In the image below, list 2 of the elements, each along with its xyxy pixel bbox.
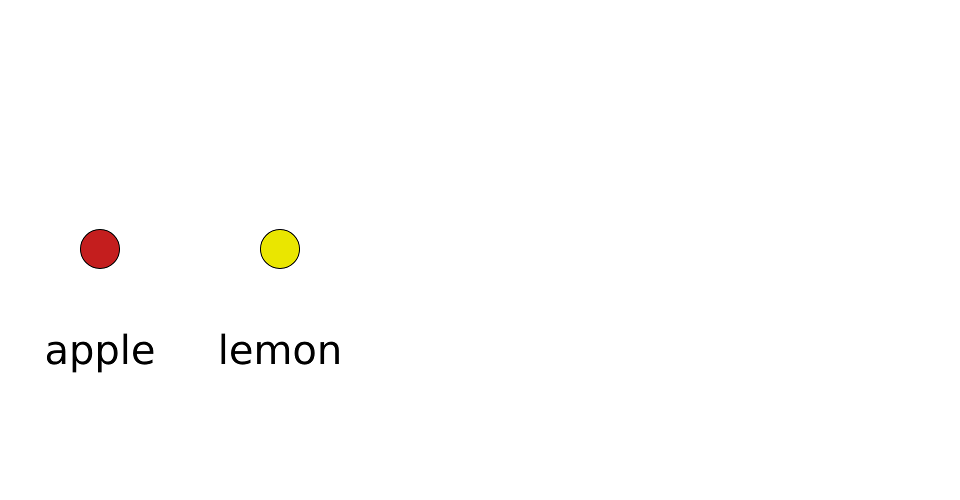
legend-label: apple (44, 327, 156, 375)
legend-label: lemon (218, 327, 342, 375)
